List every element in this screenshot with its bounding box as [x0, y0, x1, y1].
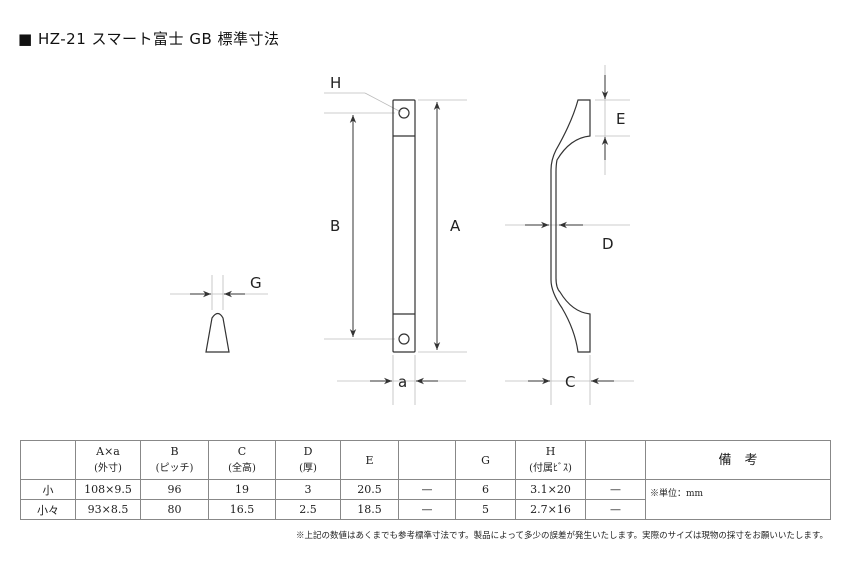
table-row: 小々 93×8.5 80 16.5 2.5 18.5 — 5 2.7×16 —	[20, 499, 831, 520]
cell: —	[398, 479, 456, 500]
cell: 5	[455, 499, 516, 520]
size-cell: 小々	[20, 499, 76, 520]
cell: 2.5	[275, 499, 341, 520]
header-cell	[398, 440, 456, 480]
cell: 3	[275, 479, 341, 500]
label-C: C	[565, 373, 575, 391]
screw-hole-bottom	[398, 333, 410, 345]
header-cell: B(ピッチ)	[140, 440, 209, 480]
dimension-table: A×a(外寸) B(ピッチ) C(全高) D(厚) E G H(付属ﾋﾞｽ) 備…	[20, 440, 831, 520]
cell: 20.5	[340, 479, 399, 500]
handle-front-view	[392, 99, 416, 353]
dimension-arrows	[190, 75, 614, 385]
label-B: B	[330, 217, 340, 235]
label-G: G	[250, 274, 262, 292]
cell: 19	[208, 479, 276, 500]
cell: 3.1×20	[515, 479, 586, 500]
header-cell	[585, 440, 646, 480]
extension-lines	[170, 65, 634, 405]
header-cell: A×a(外寸)	[75, 440, 141, 480]
label-D: D	[602, 235, 614, 253]
cell: —	[585, 479, 646, 500]
header-cell: H(付属ﾋﾞｽ)	[515, 440, 586, 480]
header-cell	[20, 440, 76, 480]
table-row: 小 108×9.5 96 19 3 20.5 — 6 3.1×20 — ※単位：…	[20, 479, 831, 520]
cell: 2.7×16	[515, 499, 586, 520]
cell: 96	[140, 479, 209, 500]
cell: 108×9.5	[75, 479, 141, 500]
size-cell: 小	[20, 479, 76, 500]
table-header-row: A×a(外寸) B(ピッチ) C(全高) D(厚) E G H(付属ﾋﾞｽ) 備…	[20, 440, 831, 480]
label-a: a	[398, 373, 407, 391]
screw-hole-top	[398, 107, 410, 119]
footnote: ※上記の数値はあくまでも参考標準寸法です。製品によって多少の誤差が発生いたします…	[295, 531, 828, 541]
header-cell: D(厚)	[275, 440, 341, 480]
label-H: H	[330, 74, 341, 92]
page-title: ■ HZ-21 スマート富士 GB 標準寸法	[18, 30, 280, 48]
cell: 6	[455, 479, 516, 500]
cell: 80	[140, 499, 209, 520]
remarks-cell: ※単位：mm	[645, 479, 831, 520]
label-A: A	[450, 217, 461, 235]
cell: 16.5	[208, 499, 276, 520]
handle-side-view	[550, 99, 591, 353]
dimension-drawing: H B A a E D C G	[170, 65, 634, 405]
cell: —	[398, 499, 456, 520]
cell: 93×8.5	[75, 499, 141, 520]
handle-end-view	[205, 312, 230, 353]
label-E: E	[616, 110, 625, 128]
header-cell-remarks: 備 考	[645, 440, 831, 480]
cell: 18.5	[340, 499, 399, 520]
header-cell: G	[455, 440, 516, 480]
cell: —	[585, 499, 646, 520]
header-cell: C(全高)	[208, 440, 276, 480]
header-cell: E	[340, 440, 399, 480]
